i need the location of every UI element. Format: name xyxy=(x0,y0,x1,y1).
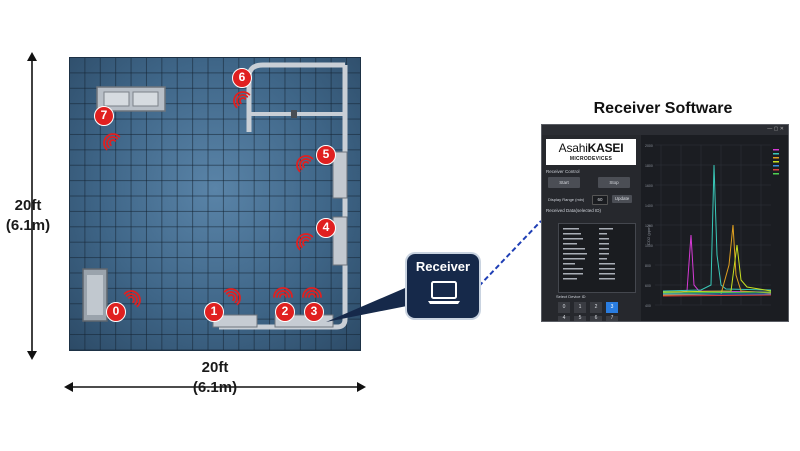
device-button-2[interactable]: 2 xyxy=(590,302,602,313)
y-tick-1: 1800 xyxy=(645,164,653,168)
device-marker-5: 5 xyxy=(316,145,336,165)
horizontal-meters: (6.1m) xyxy=(192,379,238,396)
vertical-meters: (6.1m) xyxy=(5,217,51,234)
control-panel: AsahiKASEI MICRODEVICES Receiver Control… xyxy=(542,135,641,321)
logo: AsahiKASEI MICRODEVICES xyxy=(546,139,636,165)
logo-sub: MICRODEVICES xyxy=(569,156,613,162)
device-marker-2: 2 xyxy=(275,302,295,322)
floor-fixtures xyxy=(82,62,348,330)
receiver-label: Receiver xyxy=(415,259,471,274)
device-marker-1: 1 xyxy=(204,302,224,322)
software-window: — ▢ ✕ AsahiKASEI MICRODEVICES Receiver C… xyxy=(541,124,789,322)
y-tick-3: 1400 xyxy=(645,204,653,208)
window-controls-icon[interactable]: — ▢ ✕ xyxy=(767,126,784,132)
device-button-7[interactable]: 7 xyxy=(606,316,618,321)
y-tick-4: 1200 xyxy=(645,224,653,228)
laptop-icon xyxy=(428,281,460,304)
horizontal-dimension-label: 20ft (6.1m) xyxy=(180,358,250,398)
y-axis-label: CO2 (ppm) xyxy=(646,225,651,245)
received-data-heading: Received Data(selected ID) xyxy=(546,208,602,213)
device-button-5[interactable]: 5 xyxy=(574,316,586,321)
y-tick-7: 600 xyxy=(645,284,651,288)
y-tick-8: 400 xyxy=(645,304,651,308)
device-marker-3: 3 xyxy=(304,302,324,322)
horizontal-feet: 20ft xyxy=(201,359,229,376)
stop-button[interactable]: Stop xyxy=(598,177,630,188)
vertical-feet: 20ft xyxy=(14,197,42,214)
logo-brand-light: Asahi xyxy=(558,141,588,155)
logo-brand-bold: KASEI xyxy=(587,141,624,155)
vertical-dimension-label: 20ft (6.1m) xyxy=(0,196,56,236)
update-button[interactable]: Update xyxy=(612,195,632,203)
data-rows xyxy=(563,228,615,280)
y-tick-0: 2000 xyxy=(645,144,653,148)
start-button[interactable]: Start xyxy=(548,177,580,188)
co2-chart: 2000 1800 1600 1400 1200 1000 800 600 40… xyxy=(641,135,788,321)
receiver-control-heading: Receiver Control xyxy=(546,169,580,174)
select-device-label: Select Device ID xyxy=(556,294,586,299)
device-button-6[interactable]: 6 xyxy=(590,316,602,321)
display-range-label: Display Range (min) xyxy=(548,197,585,202)
vertical-dimension-arrow xyxy=(27,52,37,360)
device-marker-0: 0 xyxy=(106,302,126,322)
y-tick-2: 1600 xyxy=(645,184,653,188)
software-title: Receiver Software xyxy=(593,100,733,117)
device-button-0[interactable]: 0 xyxy=(558,302,570,313)
display-range-input[interactable]: 60 xyxy=(592,195,608,205)
window-titlebar: — ▢ ✕ xyxy=(542,125,788,135)
y-tick-6: 800 xyxy=(645,264,651,268)
received-data-panel xyxy=(558,223,636,293)
device-button-1[interactable]: 1 xyxy=(574,302,586,313)
device-button-3[interactable]: 3 xyxy=(606,302,618,313)
receiver-box: Receiver xyxy=(407,254,479,318)
y-tick-5: 1000 xyxy=(645,244,653,248)
device-marker-6: 6 xyxy=(232,68,252,88)
device-marker-7: 7 xyxy=(94,106,114,126)
device-button-4[interactable]: 4 xyxy=(558,316,570,321)
device-marker-4: 4 xyxy=(316,218,336,238)
horizontal-dimension-arrow xyxy=(64,382,366,392)
